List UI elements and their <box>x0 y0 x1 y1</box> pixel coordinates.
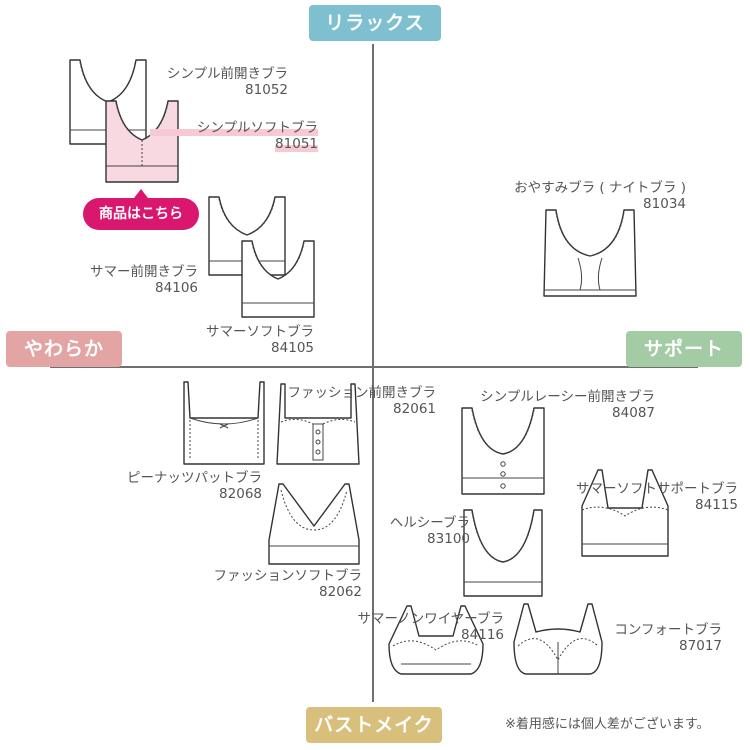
product-code: 84087 <box>612 405 655 421</box>
vertical-axis <box>372 44 374 702</box>
product-code: 81052 <box>245 82 288 98</box>
product-label-81052[interactable]: シンプル前開きブラ 81052 <box>130 66 288 98</box>
product-code: 82061 <box>393 401 436 417</box>
product-84105-image[interactable] <box>238 237 318 319</box>
product-name: おやすみブラ ( ナイトブラ ) <box>514 180 686 196</box>
product-code: 81034 <box>643 196 686 212</box>
product-code: 84105 <box>271 340 314 356</box>
product-label-84087[interactable]: シンプルレーシー前開きブラ 84087 <box>455 389 655 421</box>
product-82062-image[interactable] <box>265 480 363 566</box>
product-label-87017[interactable]: コンフォートブラ 87017 <box>600 622 722 654</box>
product-code: 84115 <box>695 497 738 513</box>
product-label-82062[interactable]: ファッションソフトブラ 82062 <box>180 568 363 600</box>
pole-soft: やわらか <box>6 331 122 367</box>
product-name: サマーソフトブラ <box>206 324 314 340</box>
product-name: シンプルレーシー前開きブラ <box>480 389 655 405</box>
product-84116-image[interactable] <box>385 604 487 678</box>
product-label-84106[interactable]: サマー前開きブラ 84106 <box>40 264 198 296</box>
product-name: サマーソフトサポートブラ <box>576 481 738 497</box>
product-label-83100[interactable]: ヘルシーブラ 83100 <box>378 515 470 547</box>
product-label-81034[interactable]: おやすみブラ ( ナイトブラ ) 81034 <box>488 180 686 212</box>
product-code: 82062 <box>319 584 362 600</box>
product-label-84116[interactable]: サマーノンワイヤーブラ 84116 <box>330 611 504 643</box>
product-label-82068[interactable]: ピーナッツパットブラ 82068 <box>88 470 262 502</box>
product-name: ヘルシーブラ <box>389 515 470 531</box>
product-81034-image[interactable] <box>540 206 640 298</box>
product-name: シンプル前開きブラ <box>166 66 288 82</box>
product-name: ファッションソフトブラ <box>213 568 363 584</box>
fit-disclaimer-note: ※着用感には個人差がございます。 <box>505 717 710 732</box>
product-82061-image[interactable] <box>273 380 363 466</box>
pole-support: サポート <box>626 331 742 367</box>
product-code: 84106 <box>155 280 198 296</box>
product-name: サマー前開きブラ <box>90 264 198 280</box>
product-code: 81051 <box>275 136 318 152</box>
product-name: シンプルソフトブラ <box>150 120 318 136</box>
product-84115-image[interactable] <box>578 466 672 558</box>
product-label-82061[interactable]: ファッション前開きブラ 82061 <box>272 385 437 417</box>
product-label-84115[interactable]: サマーソフトサポートブラ 84115 <box>550 481 738 513</box>
product-name: ファッション前開きブラ <box>287 385 437 401</box>
product-name: サマーノンワイヤーブラ <box>357 611 504 627</box>
product-83100-image[interactable] <box>460 506 546 598</box>
product-link-button[interactable]: 商品はこちら <box>83 198 199 230</box>
product-name: コンフォートブラ <box>614 622 722 638</box>
product-87017-image[interactable] <box>510 602 606 678</box>
pole-relax: リラックス <box>309 5 441 41</box>
product-82068-image[interactable] <box>180 380 268 466</box>
product-code: 83100 <box>427 531 470 547</box>
product-84087-image[interactable] <box>458 404 548 496</box>
product-81051-image[interactable] <box>103 98 181 184</box>
product-label-81051[interactable]: シンプルソフトブラ 81051 <box>150 120 318 152</box>
cta-arrow-icon <box>134 189 148 198</box>
horizontal-axis <box>50 366 698 368</box>
product-code: 82068 <box>219 486 262 502</box>
product-label-84105[interactable]: サマーソフトブラ 84105 <box>150 324 314 356</box>
pole-bust-make: バストメイク <box>306 707 442 743</box>
product-name: ピーナッツパットブラ <box>127 470 262 486</box>
product-code: 87017 <box>679 638 722 654</box>
product-code: 84116 <box>461 627 504 643</box>
